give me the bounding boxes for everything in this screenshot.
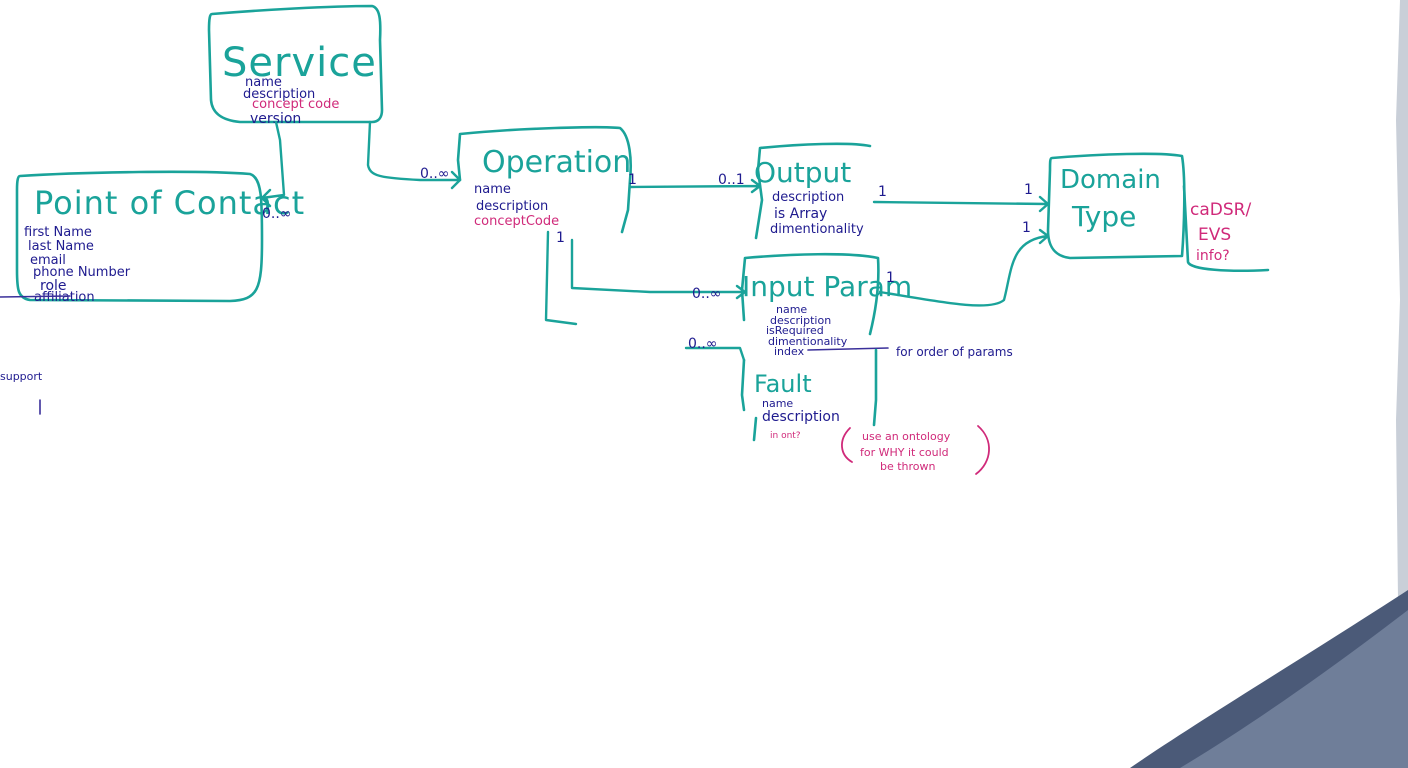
operation-title: Operation bbox=[482, 145, 631, 180]
mult-service-operation: 0..∞ bbox=[420, 166, 449, 182]
service-attr-description: description bbox=[243, 87, 315, 102]
service-entity: Service name description concept code ve… bbox=[207, 4, 384, 127]
mult-operation-input-left: 1 bbox=[556, 230, 565, 246]
mult-service-poc: 0..∞ bbox=[262, 206, 291, 222]
mult-output-domain-left: 1 bbox=[878, 184, 887, 200]
service-title: Service bbox=[222, 40, 377, 86]
whiteboard-edge bbox=[1130, 0, 1408, 768]
input-fault-connector bbox=[684, 346, 746, 362]
poc-attr-last-name: last Name bbox=[28, 239, 94, 254]
input-param-title: Input Param bbox=[742, 270, 912, 303]
service-attr-name: name bbox=[245, 75, 282, 90]
mult-operation-output-right: 0..1 bbox=[718, 172, 745, 188]
mult-output-domain-right: 1 bbox=[1024, 182, 1033, 198]
cadsr-evs-note: caDSR/ EVS info? bbox=[1182, 184, 1270, 273]
service-attr-version: version bbox=[250, 111, 301, 127]
input-attr-name: name bbox=[776, 303, 807, 316]
fault-box bbox=[740, 348, 878, 442]
index-note-line bbox=[807, 347, 889, 351]
mult-input-domain-left: 1 bbox=[886, 270, 895, 286]
fault-ontology-note: use an ontology for WHY it could be thro… bbox=[841, 425, 990, 475]
poc-attr-first-name: first Name bbox=[24, 225, 92, 240]
cadsr-line-1: caDSR/ bbox=[1190, 200, 1251, 220]
board-corner-shadow-light bbox=[1180, 610, 1408, 768]
output-title: Output bbox=[754, 156, 851, 189]
input-attr-dimentionality: dimentionality bbox=[768, 335, 848, 348]
cadsr-bracket bbox=[1182, 184, 1270, 273]
point-of-contact-box bbox=[15, 170, 264, 303]
point-of-contact-title: Point of Contact bbox=[34, 184, 305, 222]
operation-attr-name: name bbox=[474, 182, 511, 197]
poc-attr-affiliation: affiliation bbox=[34, 290, 95, 305]
operation-input-connector bbox=[544, 230, 747, 326]
fault-note-line-2: for WHY it could bbox=[860, 446, 949, 459]
poc-attr-role: role bbox=[40, 278, 67, 294]
fault-note-line-1: use an ontology bbox=[862, 430, 951, 443]
poc-attr-email: email bbox=[30, 253, 66, 268]
input-domain-connector bbox=[878, 228, 1050, 307]
support-fragment: support bbox=[0, 370, 43, 383]
board-right-edge bbox=[1394, 0, 1408, 768]
domain-type-entity: Domain Type bbox=[1046, 152, 1186, 260]
domain-type-title-line-2: Type bbox=[1071, 200, 1136, 233]
fault-note-line-3: be thrown bbox=[880, 460, 936, 473]
cadsr-line-2: EVS bbox=[1198, 225, 1231, 245]
fault-note-left-paren bbox=[841, 427, 853, 463]
operation-box bbox=[456, 125, 632, 234]
input-attr-description: description bbox=[770, 314, 831, 327]
input-attr-is-required: isRequired bbox=[766, 324, 824, 337]
domain-type-box bbox=[1046, 152, 1186, 260]
fault-attr-in-ont: in ont? bbox=[770, 431, 801, 441]
poc-attr-phone-number: phone Number bbox=[33, 265, 131, 280]
operation-entity: Operation name description conceptCode bbox=[456, 125, 632, 234]
service-box bbox=[207, 4, 384, 124]
output-attr-dimentionality: dimentionality bbox=[770, 222, 864, 237]
mult-operation-input: 0..∞ bbox=[692, 286, 721, 302]
fault-entity: Fault name description in ont? bbox=[740, 348, 878, 442]
index-note: for order of params bbox=[896, 345, 1013, 359]
output-entity: Output description is Array dimentionali… bbox=[754, 142, 872, 240]
mult-input-domain-right: 1 bbox=[1022, 220, 1031, 236]
input-attr-index: index bbox=[774, 345, 805, 358]
domain-type-title-line-1: Domain bbox=[1060, 165, 1161, 195]
output-attr-description: description bbox=[772, 190, 844, 205]
poc-strike-line bbox=[0, 295, 71, 298]
mult-operation-output-left: 1 bbox=[628, 172, 637, 188]
cadsr-line-3: info? bbox=[1196, 248, 1230, 264]
operation-output-connector bbox=[628, 178, 762, 194]
operation-attr-concept-code: conceptCode bbox=[474, 214, 559, 229]
service-operation-connector bbox=[366, 120, 462, 190]
point-of-contact-entity: Point of Contact first Name last Name em… bbox=[0, 170, 305, 305]
service-attr-concept-code: concept code bbox=[252, 97, 339, 112]
fault-attr-description: description bbox=[762, 409, 840, 425]
service-poc-connector bbox=[260, 120, 286, 208]
fault-title: Fault bbox=[754, 370, 812, 398]
fault-note-right-paren bbox=[975, 425, 990, 475]
fault-attr-name: name bbox=[762, 397, 793, 410]
mult-input-fault: 0..∞ bbox=[688, 336, 717, 352]
operation-attr-description: description bbox=[476, 199, 548, 214]
output-attr-is-array: is Array bbox=[774, 206, 827, 222]
output-domain-connector bbox=[872, 195, 1050, 213]
